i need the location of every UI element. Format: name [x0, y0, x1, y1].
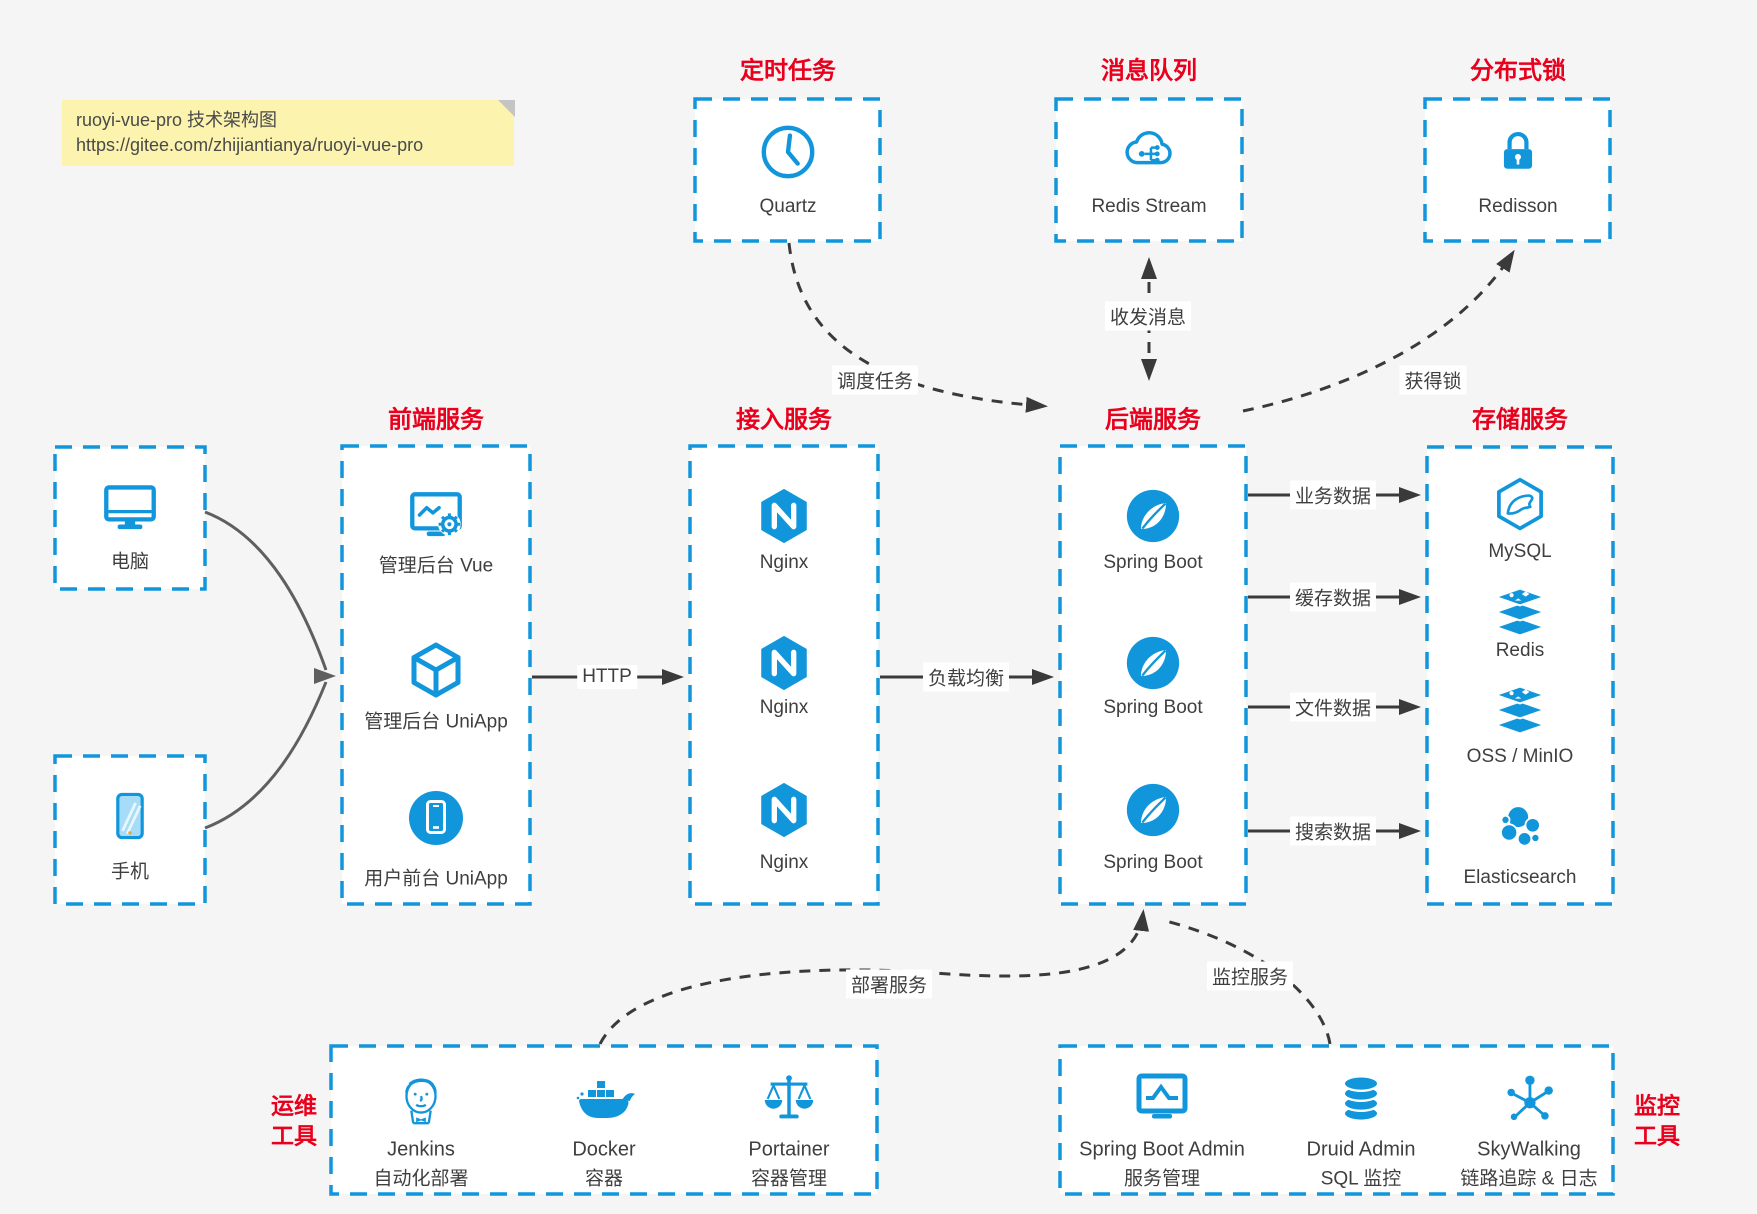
- monitoring-item-desc-druid: SQL 监控: [1320, 1168, 1402, 1190]
- uniapp-cube-icon: [404, 640, 468, 704]
- node-label-redisson: Redisson: [1478, 196, 1558, 217]
- spring-boot-icon: [1122, 485, 1184, 547]
- node-label-mysql: MySQL: [1488, 541, 1552, 562]
- timer-box: [693, 97, 882, 243]
- lock-box: [1423, 97, 1612, 243]
- monitoring-title-line1: 监控: [1634, 1092, 1680, 1119]
- node-label-pc: 电脑: [110, 551, 150, 573]
- node-label-oss-minio: OSS / MinIO: [1466, 746, 1574, 767]
- node-label-redis: Redis: [1495, 640, 1545, 661]
- phone-icon: [100, 786, 160, 846]
- nginx-icon: [753, 485, 815, 547]
- node-label-nginx-3: Nginx: [759, 852, 809, 873]
- monitoring-box: [1058, 1044, 1615, 1196]
- edge-label-cache-data: 缓存数据: [1289, 582, 1377, 612]
- edge-label-business-data: 业务数据: [1289, 480, 1377, 510]
- node-label-admin-vue: 管理后台 Vue: [378, 555, 494, 577]
- ops-title-line2: 工具: [271, 1123, 317, 1149]
- edge-label-http: HTTP: [577, 665, 637, 689]
- note-title: ruoyi-vue-pro 技术架构图: [76, 110, 278, 130]
- node-label-phone: 手机: [110, 861, 150, 883]
- edge-label-acquire-lock: 获得锁: [1399, 365, 1467, 395]
- title-monitoring-tools: 监控 工具: [1634, 1091, 1680, 1152]
- spring-boot-admin-icon: [1130, 1067, 1194, 1131]
- edge-label-schedule: 调度任务: [831, 365, 919, 395]
- node-label-spring-3: Spring Boot: [1103, 852, 1203, 873]
- desktop-icon: [97, 474, 163, 540]
- monitoring-title-line2: 工具: [1634, 1123, 1680, 1149]
- druid-database-icon: [1332, 1070, 1390, 1128]
- monitoring-item-name-skywalking: SkyWalking: [1477, 1138, 1581, 1161]
- node-label-spring-1: Spring Boot: [1103, 552, 1203, 573]
- docker-icon: [572, 1067, 636, 1131]
- edge-label-monitor: 监控服务: [1206, 961, 1294, 991]
- node-label-quartz: Quartz: [759, 196, 817, 217]
- ops-item-desc-docker: 容器: [584, 1168, 624, 1190]
- pc-to-frontend-arrow: [204, 510, 328, 671]
- title-frontend: 前端服务: [388, 406, 484, 434]
- note-fold-corner: [498, 100, 515, 117]
- edge-label-search-data: 搜索数据: [1289, 816, 1377, 846]
- title-lock: 分布式锁: [1470, 57, 1566, 85]
- monitoring-item-name-sba: Spring Boot Admin: [1079, 1138, 1245, 1161]
- ops-item-name-docker: Docker: [572, 1138, 636, 1161]
- node-label-admin-uniapp: 管理后台 UniApp: [364, 711, 508, 733]
- clock-icon: [757, 121, 819, 183]
- spring-boot-icon: [1122, 779, 1184, 841]
- sticky-note: ruoyi-vue-pro 技术架构图 https://gitee.com/zh…: [62, 100, 514, 166]
- schedule-task-arrow: [787, 242, 1048, 413]
- edge-label-file-data: 文件数据: [1289, 692, 1377, 722]
- node-label-nginx-1: Nginx: [759, 552, 809, 573]
- ops-item-desc-jenkins: 自动化部署: [373, 1168, 469, 1190]
- oss-minio-stack-icon: [1490, 683, 1550, 737]
- title-ops-tools: 运维 工具: [271, 1091, 317, 1152]
- cloud-stream-icon: [1117, 119, 1181, 181]
- ops-title-line1: 运维: [271, 1092, 317, 1119]
- nginx-icon: [753, 779, 815, 841]
- acquire-lock-arrow: [1242, 249, 1515, 413]
- mq-box: [1054, 97, 1244, 243]
- monitoring-item-desc-skywalking: 链路追踪 & 日志: [1460, 1168, 1598, 1190]
- node-label-nginx-2: Nginx: [759, 697, 809, 718]
- admin-vue-icon: [403, 483, 469, 549]
- nginx-icon: [753, 632, 815, 694]
- portainer-icon: [758, 1068, 820, 1130]
- edge-label-deploy: 部署服务: [845, 969, 933, 999]
- title-backend: 后端服务: [1105, 406, 1201, 434]
- user-app-icon: [404, 786, 468, 850]
- node-label-redis-stream: Redis Stream: [1091, 196, 1207, 217]
- title-gateway: 接入服务: [736, 406, 832, 434]
- lock-icon: [1488, 120, 1548, 180]
- ops-item-name-portainer: Portainer: [748, 1138, 830, 1161]
- note-url: https://gitee.com/zhijiantianya/ruoyi-vu…: [76, 135, 424, 155]
- edge-label-load-balance: 负载均衡: [922, 662, 1010, 692]
- title-storage: 存储服务: [1472, 406, 1568, 434]
- node-label-elasticsearch: Elasticsearch: [1463, 867, 1577, 888]
- spring-boot-icon: [1122, 632, 1184, 694]
- monitoring-item-name-druid: Druid Admin: [1306, 1138, 1416, 1161]
- ops-item-name-jenkins: Jenkins: [387, 1138, 455, 1161]
- redis-stack-icon: [1490, 585, 1550, 639]
- title-timer: 定时任务: [740, 57, 836, 85]
- skywalking-icon: [1499, 1069, 1559, 1129]
- jenkins-icon: [390, 1067, 452, 1131]
- node-label-spring-2: Spring Boot: [1103, 697, 1203, 718]
- elasticsearch-icon: [1491, 799, 1549, 857]
- monitoring-item-desc-sba: 服务管理: [1123, 1168, 1201, 1190]
- ops-item-desc-portainer: 容器管理: [750, 1168, 828, 1190]
- title-mq: 消息队列: [1101, 57, 1197, 85]
- node-label-user-uniapp: 用户前台 UniApp: [364, 868, 508, 890]
- phone-to-frontend-arrow: [204, 681, 328, 830]
- mysql-icon: [1490, 475, 1550, 535]
- edge-label-messaging: 收发消息: [1104, 301, 1192, 331]
